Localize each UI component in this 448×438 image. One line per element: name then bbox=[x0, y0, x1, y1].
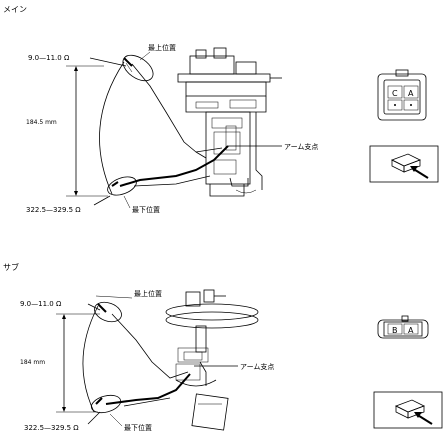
main-bottom-leader bbox=[93, 195, 111, 206]
sub-pin-b: B bbox=[392, 326, 398, 335]
main-pin-c: C bbox=[392, 89, 398, 98]
main-upper-float bbox=[122, 54, 154, 82]
main-arm-pivot: アーム支点 bbox=[284, 142, 318, 151]
main-dimension-label: 184.5 mm bbox=[26, 119, 57, 126]
sub-swing-arc bbox=[82, 305, 99, 413]
main-lower-leader bbox=[123, 195, 131, 209]
main-dimension bbox=[66, 65, 108, 197]
main-swing-arc bbox=[99, 61, 125, 195]
sub-lower-position: 最下位置 bbox=[124, 423, 152, 432]
main-pump-module bbox=[177, 47, 282, 197]
main-upper-position: 最上位置 bbox=[148, 43, 176, 52]
sub-pump-module bbox=[165, 289, 259, 431]
main-section-label: メイン bbox=[3, 5, 27, 14]
sub-float-arm bbox=[105, 313, 191, 407]
sub-dimension bbox=[56, 313, 100, 413]
main-upper-leader bbox=[139, 51, 151, 61]
sub-resistance-bottom: 322.5—329.5 Ω bbox=[24, 424, 79, 432]
sub-connector-view bbox=[373, 391, 443, 429]
main-top-leader bbox=[89, 57, 127, 67]
sub-bottom-leader bbox=[87, 411, 101, 425]
sub-upper-float bbox=[94, 301, 122, 323]
main-connector-face: C A bbox=[377, 69, 427, 121]
sub-connector-face: B A bbox=[377, 315, 429, 339]
sub-upper-position: 最上位置 bbox=[134, 289, 162, 298]
main-lower-position: 最下位置 bbox=[132, 205, 160, 214]
main-float-arm bbox=[119, 63, 229, 187]
sub-arm-pivot: アーム支点 bbox=[240, 362, 274, 371]
sub-dimension-label: 184 mm bbox=[20, 359, 45, 366]
main-connector-view bbox=[369, 145, 439, 183]
sub-upper-pointer-line bbox=[95, 295, 133, 299]
main-resistance-top: 9.0—11.0 Ω bbox=[28, 54, 70, 62]
sub-section-label: サブ bbox=[3, 262, 19, 272]
sub-top-leader bbox=[87, 303, 101, 311]
sub-lower-leader bbox=[109, 413, 123, 427]
sub-pin-a: A bbox=[408, 326, 414, 335]
sub-resistance-top: 9.0—11.0 Ω bbox=[20, 300, 62, 308]
sub-lower-float bbox=[90, 394, 122, 414]
main-resistance-bottom: 322.5—329.5 Ω bbox=[26, 206, 81, 214]
main-lower-float bbox=[107, 176, 137, 196]
main-pin-a: A bbox=[408, 89, 414, 98]
